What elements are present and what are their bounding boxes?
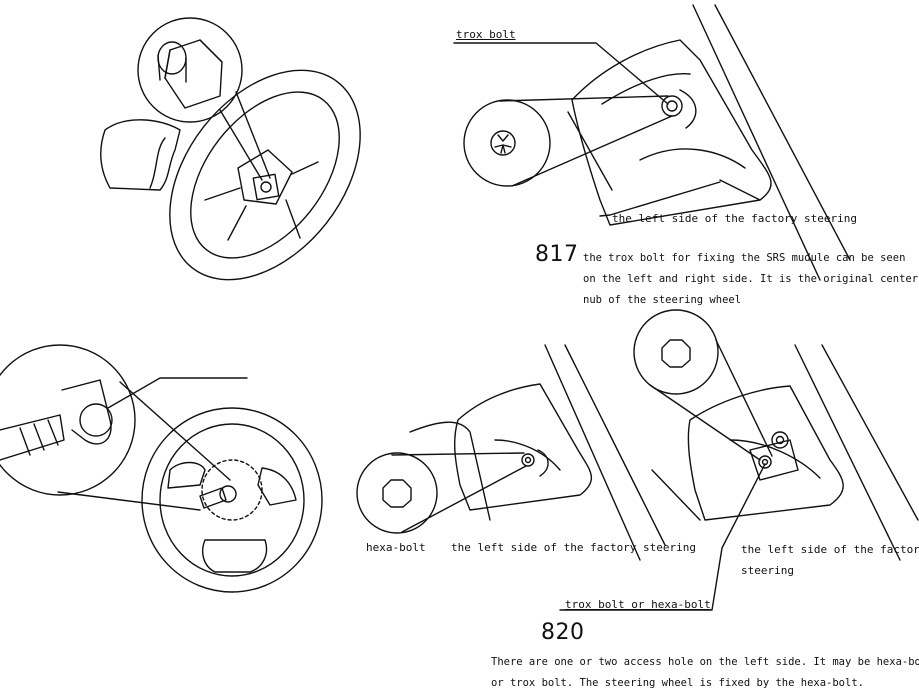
steering-label-line: steering (741, 564, 794, 577)
steering-wheel-bottom-left-illustration (0, 344, 323, 593)
figure-number-817: 817 (535, 242, 579, 267)
steering-label-line: the left side of the factory (741, 543, 919, 556)
figure-817-line: the trox bolt for fixing the SRS mudule … (583, 252, 906, 264)
trox-bolt-callout: trox bolt (456, 28, 516, 41)
hexa-bolt-bottom-middle-illustration (356, 344, 666, 561)
steering-wheel-top-left-illustration (100, 17, 361, 281)
left-side-factory-steering-callout-top: the left side of the factory steering (612, 212, 858, 225)
figure-817-description: the trox bolt for fixing the SRS mudule … (583, 248, 918, 311)
trox-or-hexa-bolt-callout: trox bolt or hexa-bolt (565, 598, 711, 611)
left-side-factory-steering-label-right: the left side of the factory steering (741, 539, 919, 581)
figure-820-line: There are one or two access hole on the … (491, 656, 919, 668)
left-side-factory-steering-label-middle: the left side of the factory steering (451, 541, 697, 554)
figure-820-line: or trox bolt. The steering wheel is fixe… (491, 677, 864, 689)
figure-817-line: on the left and right side. It is the or… (583, 273, 919, 285)
figure-number-820: 820 (541, 620, 585, 645)
figure-820-description: There are one or two access hole on the … (491, 652, 919, 694)
trox-bolt-top-right-illustration (453, 4, 851, 281)
trox-or-hexa-bottom-right-illustration (559, 309, 919, 611)
hexa-bolt-label: hexa-bolt (366, 541, 426, 554)
figure-817-line: nub of the steering wheel (583, 294, 742, 306)
